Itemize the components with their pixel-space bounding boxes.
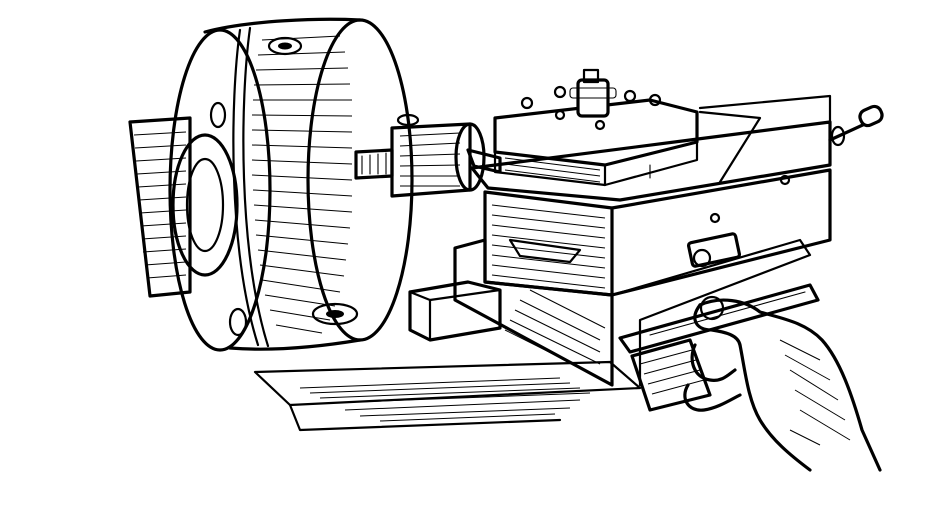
tool-post xyxy=(493,68,699,187)
tool-post-stud xyxy=(520,96,534,110)
chuck-key-hole-top xyxy=(267,36,303,56)
chuck-jaw xyxy=(354,148,394,180)
cross-feed-handle xyxy=(828,104,884,147)
headstock-spindle xyxy=(128,116,239,298)
cross-slide xyxy=(483,168,832,297)
lathe-bed xyxy=(253,360,642,432)
chuck-shading xyxy=(251,35,353,334)
chuck-bolt-hole-left xyxy=(209,101,227,129)
compound-rest xyxy=(470,94,832,224)
chuck-key-hole-bottom xyxy=(311,302,359,326)
depth-gauge-rule xyxy=(618,283,820,412)
lathe-chuck xyxy=(168,17,414,352)
saddle xyxy=(453,238,812,387)
bed-shading xyxy=(299,377,591,422)
operator-hand xyxy=(683,298,882,472)
bed-block xyxy=(408,280,502,342)
workpiece xyxy=(390,113,486,198)
